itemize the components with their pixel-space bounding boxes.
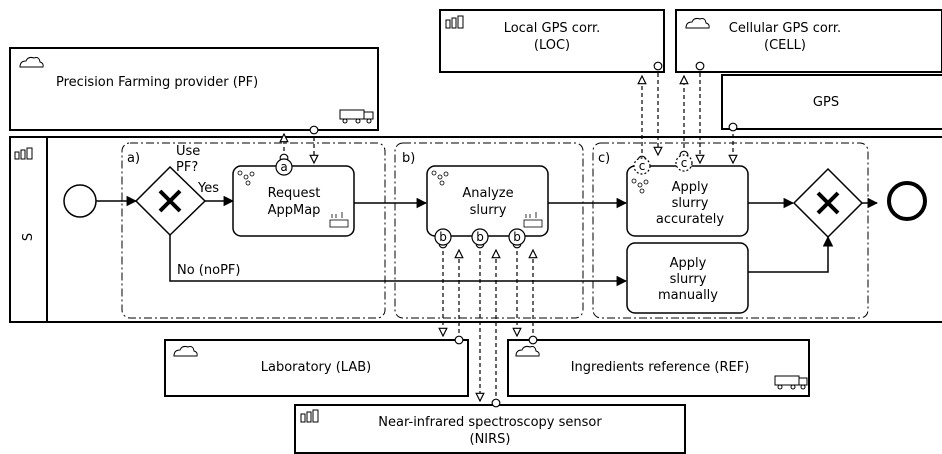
gateway-question-1: Use (176, 144, 200, 159)
group-a (121, 142, 386, 319)
marker-b-lab: b (434, 228, 452, 246)
nirs-label-2: (NIRS) (470, 432, 511, 447)
gateway-no-label: No (noPF) (177, 263, 240, 278)
lab-label: Laboratory (LAB) (261, 360, 371, 375)
task-analyze-slurry: Analyze slurry (426, 165, 549, 237)
flow-manual-join (748, 235, 834, 273)
svg-text:c: c (681, 156, 688, 170)
device-icon (445, 15, 464, 29)
participant-ref: Ingredients reference (REF) (507, 339, 810, 397)
svg-text:b: b (513, 230, 521, 244)
participant-pf: Precision Farming provider (PF) (9, 47, 379, 131)
task-apply-accurately: Apply slurry accurately (626, 165, 749, 237)
cell-label-1: Cellular GPS corr. (729, 21, 841, 36)
task-accurate-label-2: slurry (672, 196, 709, 211)
nirs-label-1: Near-infrared spectroscopy sensor (378, 415, 602, 430)
task-request-appmap: Request AppMap (232, 165, 355, 237)
gateway-join (792, 167, 864, 239)
marker-b-ref: b (508, 228, 526, 246)
svg-text:b: b (476, 230, 484, 244)
gateway-use-pf (134, 165, 207, 237)
task-request-label-2: AppMap (268, 203, 321, 218)
data-store-icon (329, 212, 349, 228)
task-manual-label-1: Apply (670, 256, 707, 271)
cell-label-2: (CELL) (764, 38, 806, 53)
svg-text:b: b (439, 230, 447, 244)
gateway-yes-label: Yes (197, 181, 219, 196)
end-event (887, 181, 927, 221)
task-apply-manually: Apply slurry manually (626, 242, 749, 314)
service-icon (237, 170, 255, 186)
task-accurate-label-3: accurately (656, 212, 725, 227)
group-c-label: c) (598, 151, 610, 166)
gps-label: GPS (813, 95, 839, 110)
ref-label: Ingredients reference (REF) (571, 360, 750, 375)
marker-c-loc: c (633, 157, 651, 175)
start-event (63, 184, 97, 218)
truck-icon (339, 109, 374, 124)
service-icon (431, 170, 449, 186)
participant-loc: Local GPS corr. (LOC) (439, 9, 665, 73)
participant-gps: GPS (721, 74, 942, 130)
cloud-icon (173, 345, 198, 357)
task-analyze-label-2: slurry (470, 203, 507, 218)
gateway-question-2: PF? (176, 160, 198, 175)
marker-c-cell: c (675, 154, 693, 172)
cloud-icon (685, 17, 710, 29)
task-accurate-label-1: Apply (672, 180, 709, 195)
task-analyze-label-1: Analyze (462, 186, 513, 201)
flow-no (169, 235, 628, 287)
loc-label-1: Local GPS corr. (504, 21, 601, 36)
device-icon (300, 409, 319, 423)
participant-lab: Laboratory (LAB) (164, 339, 469, 397)
cloud-icon (515, 345, 540, 357)
data-store-icon (523, 212, 543, 228)
group-b (394, 142, 584, 319)
marker-a: a (275, 158, 293, 176)
participant-nirs: Near-infrared spectroscopy sensor (NIRS) (294, 404, 686, 454)
group-b-label: b) (402, 151, 415, 166)
loc-label-2: (LOC) (534, 38, 570, 53)
task-request-label-1: Request (268, 186, 321, 201)
service-icon (631, 178, 649, 194)
svg-text:c: c (639, 159, 646, 173)
group-a-label: a) (127, 151, 140, 166)
svg-text:a: a (280, 160, 287, 174)
pool-label: S (21, 233, 36, 241)
pf-label: Precision Farming provider (PF) (56, 75, 258, 90)
device-icon (14, 147, 33, 160)
task-manual-label-3: manually (658, 288, 718, 303)
cloud-icon (19, 56, 44, 68)
task-manual-label-2: slurry (670, 272, 707, 287)
truck-icon (774, 375, 808, 390)
participant-cell: Cellular GPS corr. (CELL) (675, 9, 942, 73)
marker-b-nirs: b (471, 228, 489, 246)
